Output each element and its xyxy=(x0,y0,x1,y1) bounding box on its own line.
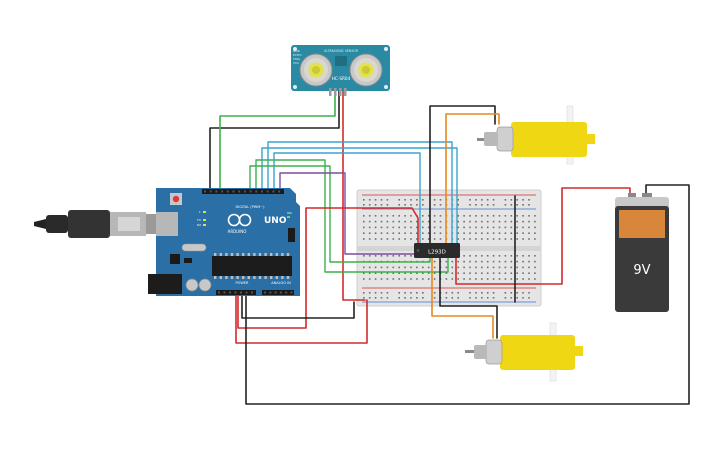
analog-header-label: ANALOG IN xyxy=(271,281,291,285)
sensor-transducer-right xyxy=(349,53,383,87)
icsp-header xyxy=(288,228,295,242)
reset-button-cap[interactable] xyxy=(172,195,180,203)
microcontroller-chip xyxy=(212,256,292,276)
usb-cable[interactable] xyxy=(34,210,160,238)
on-led xyxy=(287,216,290,218)
wire-green-sensor[interactable] xyxy=(219,87,336,191)
wire-purple[interactable] xyxy=(279,172,416,255)
smd-chip xyxy=(184,258,192,263)
wire-red-vin[interactable] xyxy=(235,295,368,344)
sensor-name-label: HC-SR04 xyxy=(332,76,351,81)
l-led xyxy=(203,211,206,213)
tx-led xyxy=(203,219,206,221)
wire-blue-3[interactable] xyxy=(273,152,421,245)
driver-label: L293D xyxy=(428,250,446,256)
regulator xyxy=(170,254,180,264)
on-led-label: ON xyxy=(287,211,292,215)
wire-red-sensor-vcc[interactable] xyxy=(342,87,366,301)
usb-port xyxy=(156,212,178,236)
microcontroller-pins xyxy=(214,253,290,279)
wire-orange-motor2[interactable] xyxy=(431,257,494,339)
wire-black-sensor-gnd[interactable] xyxy=(209,87,340,191)
sensor-pin-label-trig: TRIG xyxy=(292,57,301,61)
wire-red-5v[interactable] xyxy=(237,207,419,329)
battery-terminal-positive xyxy=(628,193,636,198)
analog-header xyxy=(262,290,294,295)
battery-terminal-negative xyxy=(642,193,652,198)
sensor-pin-label-vcc: VCC xyxy=(293,61,299,65)
arduino-uno-board[interactable]: DIGITAL (PWM~) ARDUINO UNO L TX RX ON PO… xyxy=(148,188,300,296)
wire-black-gnd-bottom[interactable] xyxy=(241,295,355,319)
rx-led xyxy=(203,224,206,226)
l-led-label: L xyxy=(199,210,201,214)
sensor-pin-label-echo: ECHO xyxy=(293,53,302,57)
arduino-logo xyxy=(227,213,252,227)
arduino-brand-label: ARDUINO xyxy=(228,229,247,234)
tx-led-label: TX xyxy=(196,218,201,222)
wire-black-motor2[interactable] xyxy=(439,257,498,339)
rx-led-label: RX xyxy=(197,223,201,227)
sensor-transducer-left xyxy=(299,53,333,87)
wire-orange-motor1[interactable] xyxy=(445,113,500,245)
digital-header-label: DIGITAL (PWM~) xyxy=(235,205,265,209)
header-pin-holes xyxy=(204,190,293,294)
dc-motor-top[interactable] xyxy=(477,105,595,165)
motor-driver-chip[interactable]: L293D xyxy=(414,243,460,258)
crystal-oscillator xyxy=(181,243,207,252)
battery-label: 9V xyxy=(633,263,650,278)
sensor-model-label: ULTRASONIC SENSOR xyxy=(324,49,359,53)
dc-motor-bottom[interactable] xyxy=(465,322,583,382)
power-header-label: POWER xyxy=(236,281,250,285)
battery-9v[interactable]: 9V xyxy=(615,193,669,312)
digital-header xyxy=(202,189,284,194)
wire-green-3[interactable] xyxy=(249,165,431,263)
wire-black-motor1[interactable] xyxy=(429,105,496,245)
wire-red-battery[interactable] xyxy=(455,187,631,285)
capacitor-1 xyxy=(185,278,199,292)
sensor-pins xyxy=(329,88,347,96)
wire-green-2[interactable] xyxy=(255,159,449,273)
arduino-model-label: UNO xyxy=(264,216,287,226)
sensor-pin-label-gnd: GND xyxy=(293,49,301,53)
breadboard-hole-grid xyxy=(363,215,536,280)
power-jack xyxy=(148,274,182,294)
wire-blue-1[interactable] xyxy=(261,147,458,245)
ultrasonic-sensor[interactable]: ULTRASONIC SENSOR HC-SR04 GND ECHO TRIG … xyxy=(291,45,390,96)
wires xyxy=(209,87,690,405)
wire-black-battery[interactable] xyxy=(245,184,690,405)
capacitor-2 xyxy=(198,278,212,292)
